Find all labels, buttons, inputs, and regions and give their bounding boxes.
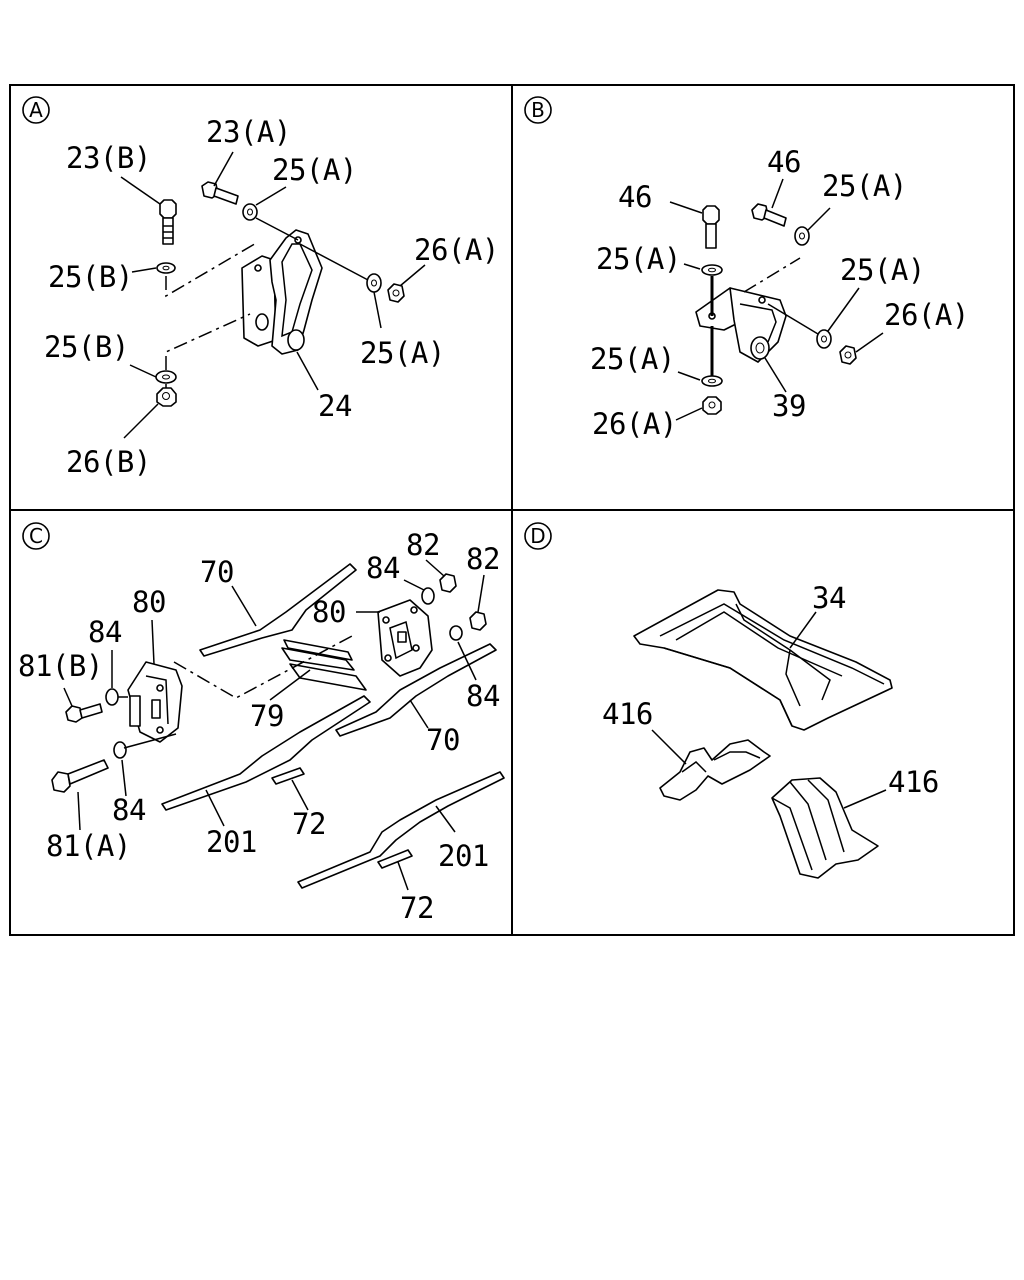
label-70-mid: 70 <box>426 723 460 757</box>
label-84-c3: 84 <box>466 679 500 713</box>
label-82-c1: 82 <box>406 528 440 562</box>
bracket-24 <box>241 229 323 355</box>
label-201-low: 201 <box>206 825 257 859</box>
label-46-b: 46 <box>618 180 652 214</box>
panel-d-badge: D <box>524 522 552 550</box>
label-39: 39 <box>772 389 806 423</box>
mount-39 <box>695 287 787 363</box>
label-70-top: 70 <box>200 555 234 589</box>
panel-b-badge-letter: B <box>531 98 545 122</box>
label-25a-mid-right: 25(A) <box>840 253 925 287</box>
bracket-416-left <box>659 739 771 801</box>
panel-d-badge-letter: D <box>530 524 545 548</box>
bracket-416-right <box>771 777 879 879</box>
bolt-81a <box>51 759 109 793</box>
label-416-right: 416 <box>888 765 939 799</box>
shim-72-a <box>271 767 305 785</box>
label-23a: 23(A) <box>206 115 291 149</box>
washer-84-c4 <box>113 741 127 759</box>
panel-c-badge-letter: C <box>29 524 43 548</box>
label-82-c2: 82 <box>466 542 500 576</box>
label-24: 24 <box>318 389 352 423</box>
bolt-46-vertical <box>702 205 720 249</box>
washer-84-c2 <box>105 688 119 706</box>
label-416-left: 416 <box>602 697 653 731</box>
label-26a-right: 26(A) <box>884 298 969 332</box>
crossmember-34 <box>633 589 893 731</box>
label-84-c1: 84 <box>366 551 400 585</box>
bolt-46-horizontal <box>751 203 787 227</box>
bolt-23a <box>201 181 239 205</box>
washer-84-c1 <box>421 587 435 605</box>
label-25a-top: 25(A) <box>272 153 357 187</box>
spacer-79 <box>281 639 367 691</box>
label-25a-low-left: 25(A) <box>590 342 675 376</box>
panel-b: B <box>524 96 969 441</box>
label-84-c4: 84 <box>112 793 146 827</box>
nut-82-c1 <box>439 573 457 593</box>
plate-201-low <box>161 695 371 811</box>
plate-70-mid <box>335 643 497 737</box>
label-26b: 26(B) <box>66 445 151 479</box>
label-72-a: 72 <box>292 807 326 841</box>
shim-72-b <box>377 849 413 869</box>
panel-c: C <box>18 522 505 925</box>
panel-a-badge: A <box>22 96 50 124</box>
bolt-81b <box>65 703 103 723</box>
panel-a-badge-letter: A <box>29 98 43 122</box>
label-81a: 81(A) <box>46 829 131 863</box>
label-80-right: 80 <box>312 595 346 629</box>
label-23b: 23(B) <box>66 141 151 175</box>
label-25a-top-left: 25(A) <box>596 242 681 276</box>
bolt-23b <box>159 199 177 245</box>
nut-82-c2 <box>469 611 487 631</box>
bracket-80-left <box>127 661 183 743</box>
label-80-left: 80 <box>132 585 166 619</box>
plate-201-right <box>297 771 505 889</box>
label-25a-top-right: 25(A) <box>822 169 907 203</box>
label-26a: 26(A) <box>414 233 499 267</box>
panel-c-badge: C <box>22 522 50 550</box>
label-46-a: 46 <box>767 145 801 179</box>
label-25b-low: 25(B) <box>44 330 129 364</box>
label-34: 34 <box>812 581 846 615</box>
label-26a-low: 26(A) <box>592 407 677 441</box>
panel-b-badge: B <box>524 96 552 124</box>
label-79: 79 <box>250 699 284 733</box>
plate-70-top <box>199 563 357 657</box>
diagram-frame <box>9 84 1015 936</box>
label-201-right: 201 <box>438 839 489 873</box>
panel-a: A <box>22 96 499 479</box>
label-81b: 81(B) <box>18 649 103 683</box>
label-25b-top: 25(B) <box>48 260 133 294</box>
panel-d: D 34 416 416 <box>524 522 939 879</box>
label-72-b: 72 <box>400 891 434 925</box>
label-25a-right: 25(A) <box>360 336 445 370</box>
label-84-c2: 84 <box>88 615 122 649</box>
washer-84-c3 <box>449 625 463 641</box>
bracket-80-right <box>377 599 433 677</box>
